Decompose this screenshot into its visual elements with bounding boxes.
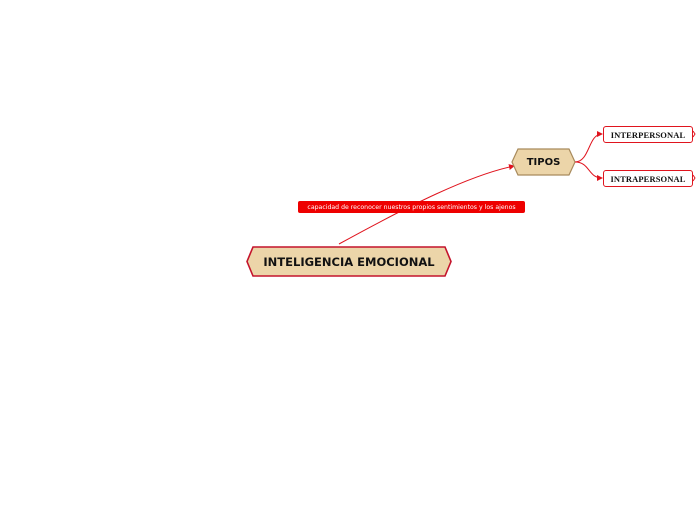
branch-connector-interpersonal <box>574 131 603 163</box>
central-topic[interactable]: INTELIGENCIA EMOCIONAL <box>263 254 435 269</box>
subtopic-intrapersonal[interactable]: INTRAPERSONAL <box>603 170 693 187</box>
main-topic-tipos[interactable]: TIPOS <box>526 156 561 168</box>
subtopic-interpersonal[interactable]: INTERPERSONAL <box>603 126 693 143</box>
leaf-handle-icon <box>692 174 696 182</box>
relationship-label[interactable]: capacidad de reconocer nuestros propios … <box>298 201 525 213</box>
leaf-handle-icon <box>692 130 696 138</box>
branch-connector-intrapersonal <box>574 161 603 181</box>
